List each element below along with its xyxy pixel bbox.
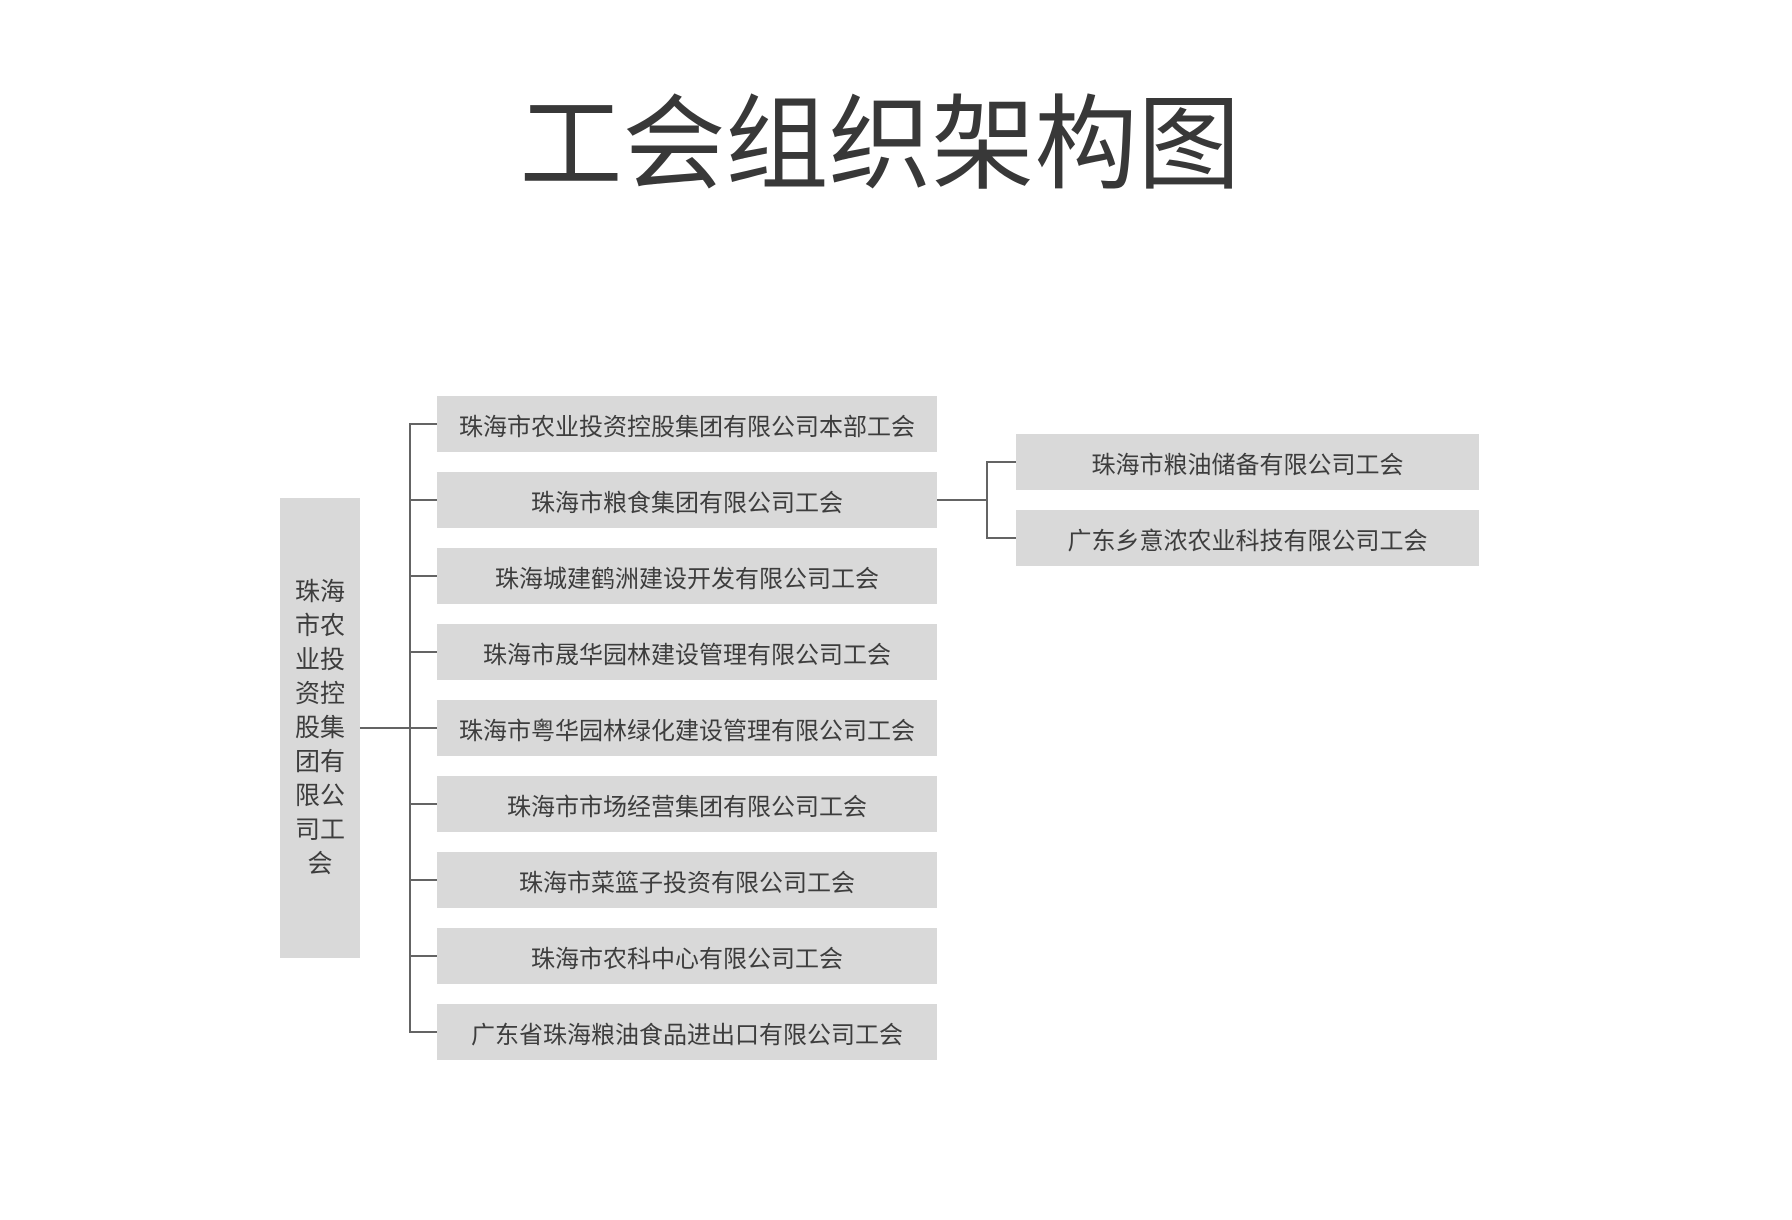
root-node-label: 珠海市农业投资控股集团有限公司工会 (294, 578, 345, 878)
connector-branch-stub (411, 803, 437, 805)
root-node: 珠海市农业投资控股集团有限公司工会 (280, 498, 360, 958)
branch-node-market-operation-union: 珠海市市场经营集团有限公司工会 (437, 776, 937, 832)
connector-branch-stub (411, 499, 437, 501)
branch-node-yuehua-landscape-union: 珠海市粤华园林绿化建设管理有限公司工会 (437, 700, 937, 756)
branch-node-agri-science-center-union: 珠海市农科中心有限公司工会 (437, 928, 937, 984)
sub-branch-node-grain-oil-reserve-union: 珠海市粮油储备有限公司工会 (1016, 434, 1479, 490)
connector-sub-stub (988, 461, 1016, 463)
connector-branch-stub (411, 1031, 437, 1033)
sub-branch-node-xiangyinong-agritech-union: 广东乡意浓农业科技有限公司工会 (1016, 510, 1479, 566)
branch-node-hezhou-construction-union: 珠海城建鹤洲建设开发有限公司工会 (437, 548, 937, 604)
branch-node-vegetable-basket-union: 珠海市菜篮子投资有限公司工会 (437, 852, 937, 908)
connector-branch-stub (411, 955, 437, 957)
branch-node-grain-group-union: 珠海市粮食集团有限公司工会 (437, 472, 937, 528)
connector-branch-stub (411, 651, 437, 653)
connector-trunk (409, 423, 411, 1033)
connector-branch-stub (411, 879, 437, 881)
connector-branch-stub (411, 423, 437, 425)
connector-branch-stub (411, 575, 437, 577)
branch-node-headquarters-union: 珠海市农业投资控股集团有限公司本部工会 (437, 396, 937, 452)
connector-sub-parent-stub (937, 499, 988, 501)
diagram-title: 工会组织架构图 (519, 87, 1241, 202)
connector-root-stub (360, 727, 411, 729)
branch-node-grain-oil-import-export-union: 广东省珠海粮油食品进出口有限公司工会 (437, 1004, 937, 1060)
branch-node-shenghua-landscape-union: 珠海市晟华园林建设管理有限公司工会 (437, 624, 937, 680)
connector-branch-stub (411, 727, 437, 729)
connector-sub-trunk (986, 461, 988, 539)
connector-sub-stub (988, 537, 1016, 539)
